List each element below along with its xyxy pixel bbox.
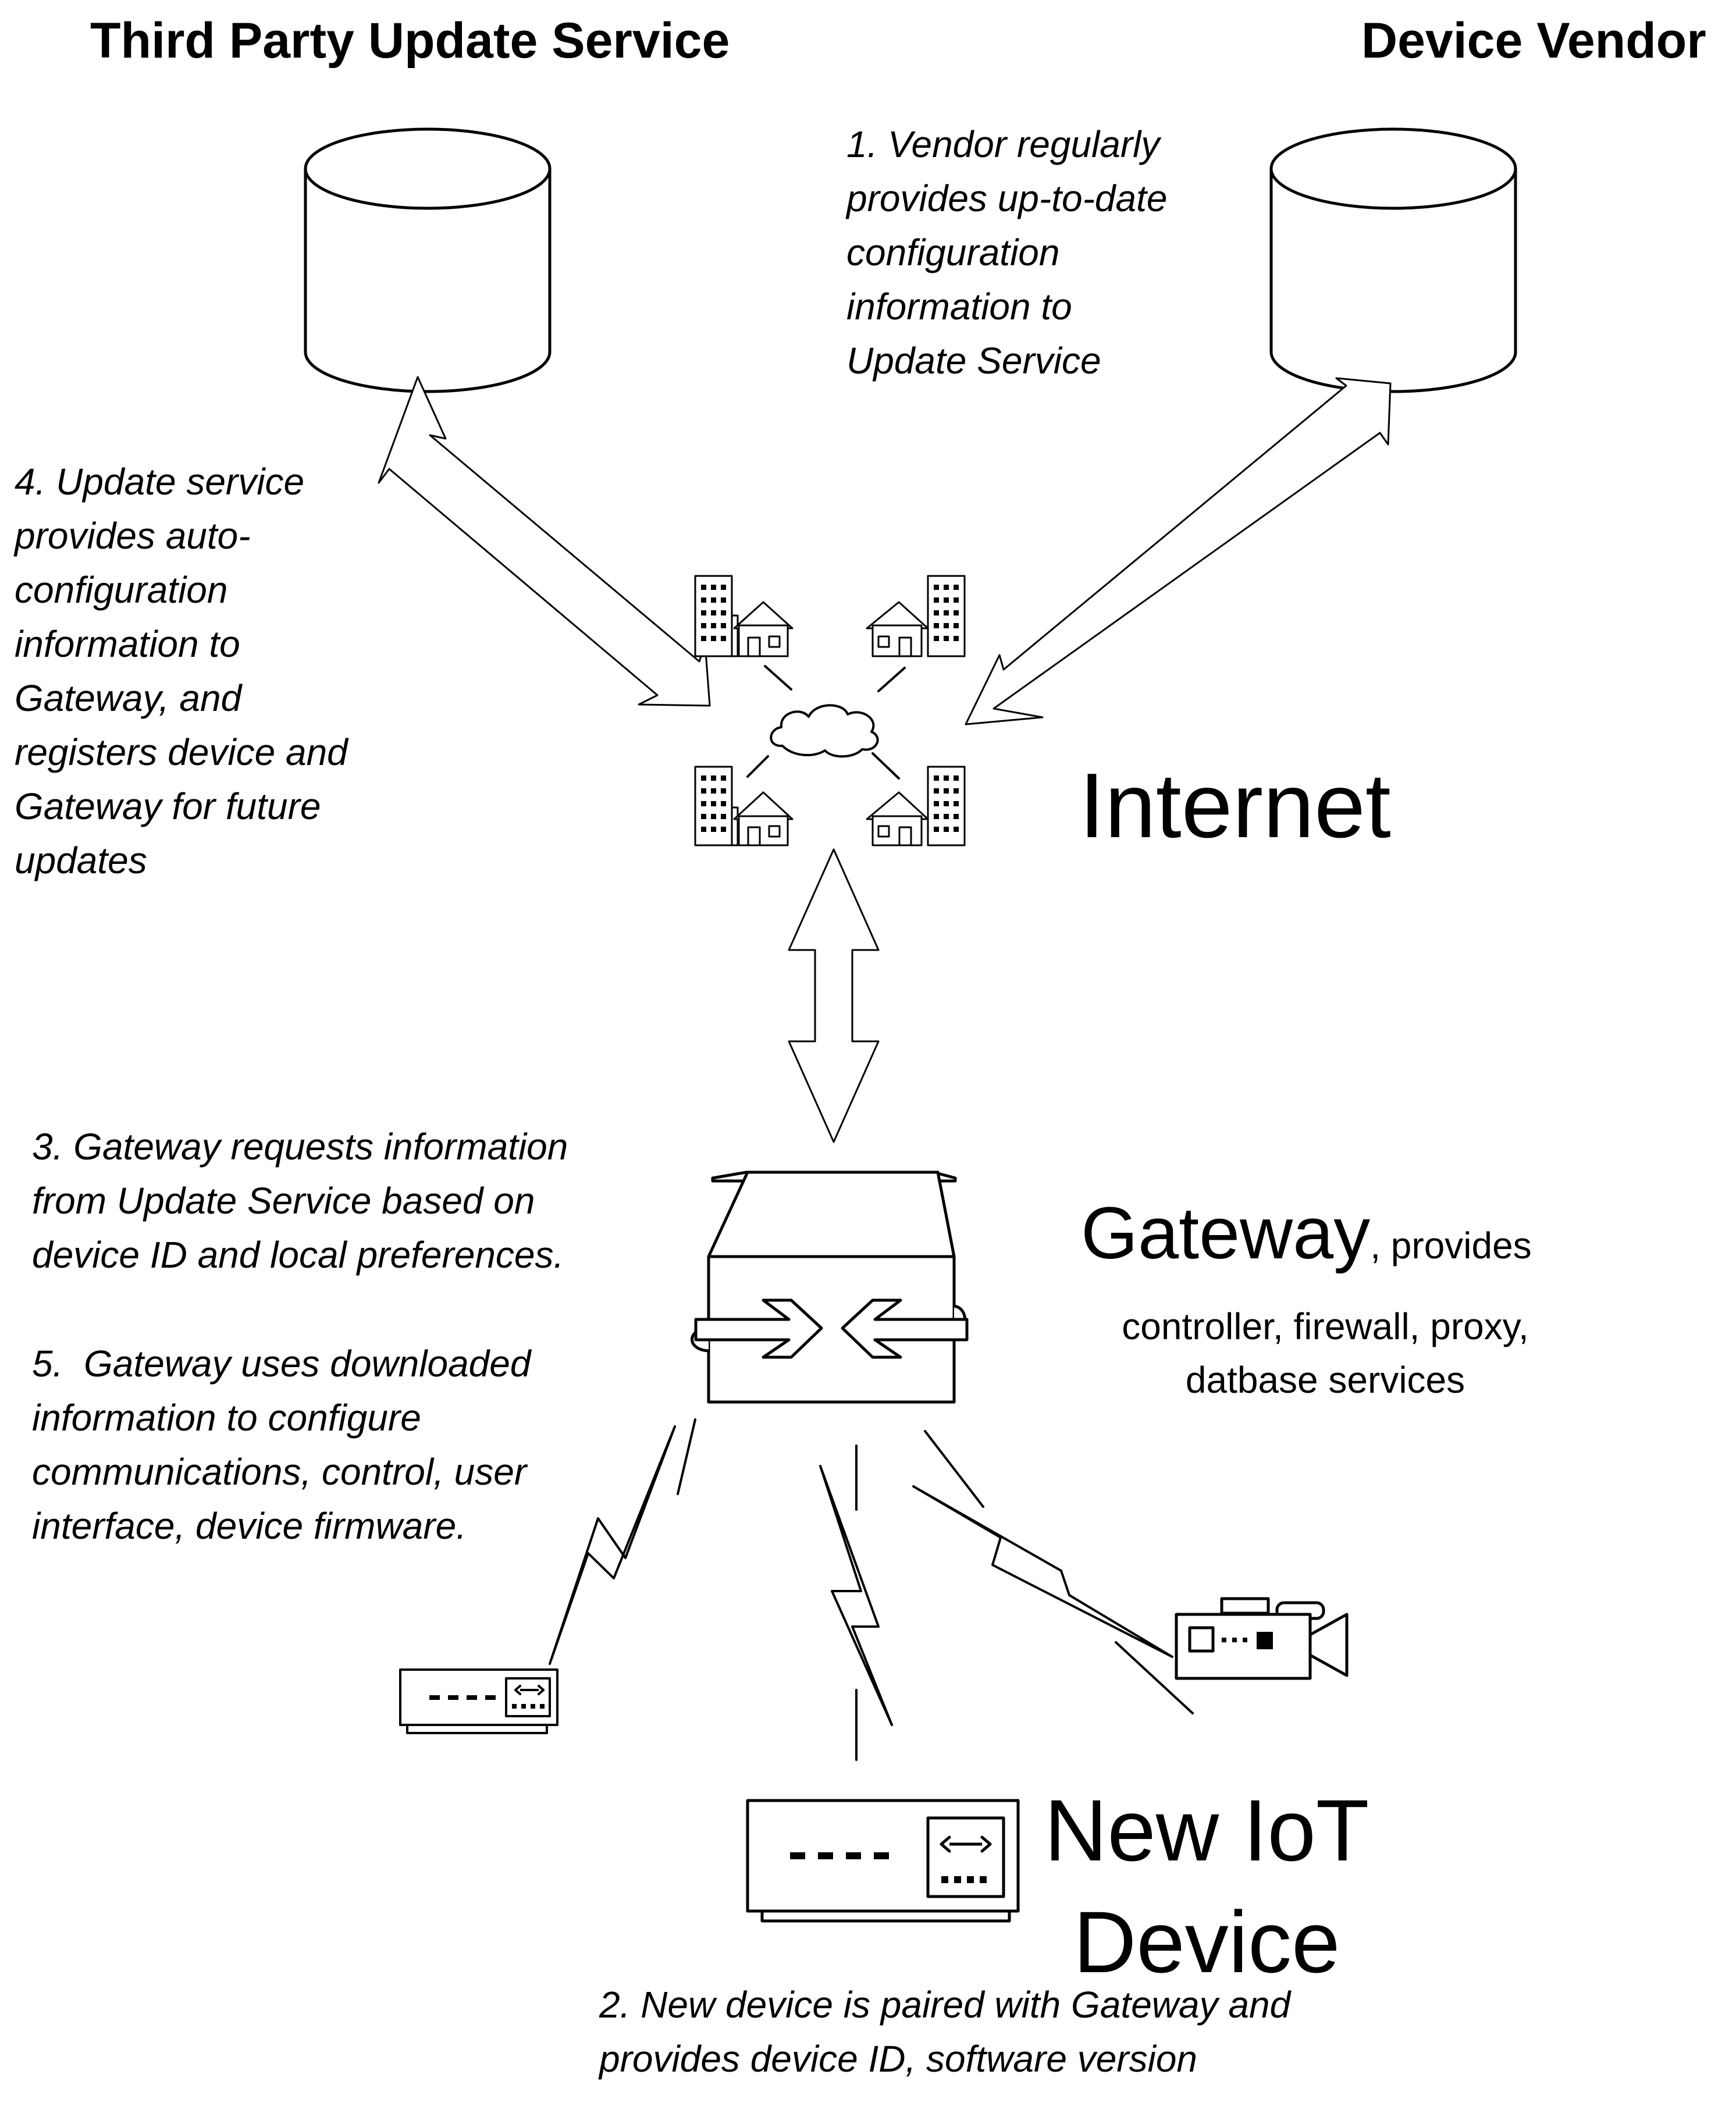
step-2-note: 2. New device is paired with Gateway and…: [599, 1984, 1291, 2080]
internet-gateway-arrow: [788, 848, 880, 1143]
step-4-note: 4. Update service provides auto- configu…: [15, 461, 348, 881]
wireless-links: [525, 1418, 1194, 1761]
device-vendor-database-icon: [1269, 127, 1517, 393]
step-3-note: 3. Gateway requests information from Upd…: [32, 1126, 568, 1276]
router-device-icon: [399, 1668, 558, 1734]
new-iot-device-icon: [746, 1799, 1020, 1923]
device-vendor-title: Device Vendor: [1361, 13, 1706, 69]
video-camera-icon: [1175, 1597, 1349, 1680]
buildings-houses-icon: [694, 575, 966, 846]
gateway-label: Gateway: [1081, 1192, 1371, 1274]
cloud-icon: [770, 704, 879, 758]
third-party-database-icon: [304, 127, 552, 393]
third-party-update-service-title: Third Party Update Service: [90, 13, 730, 69]
gateway-provides-text: , provides: [1370, 1225, 1532, 1266]
new-iot-device-label: New IoT Device: [1044, 1781, 1369, 1991]
lightning-bolt-to-router: [549, 1425, 676, 1665]
internet-label: Internet: [1079, 755, 1391, 857]
lightning-bolt-to-new-device: [819, 1465, 893, 1726]
gateway-icon: [691, 1170, 969, 1404]
internet-network-icon: [694, 575, 966, 846]
step-1-note: 1. Vendor regularly provides up-to-date …: [846, 123, 1168, 382]
gateway-services-text: controller, firewall, proxy, datbase ser…: [1122, 1305, 1529, 1401]
update-service-internet-arrow: [378, 376, 711, 707]
gateway-description: Gateway, provides controller, firewall, …: [1081, 1190, 1605, 1407]
step-5-note: 5. Gateway uses downloaded information t…: [32, 1343, 531, 1547]
lightning-bolt-to-camera: [912, 1485, 1173, 1658]
vendor-internet-arrow: [965, 377, 1392, 725]
